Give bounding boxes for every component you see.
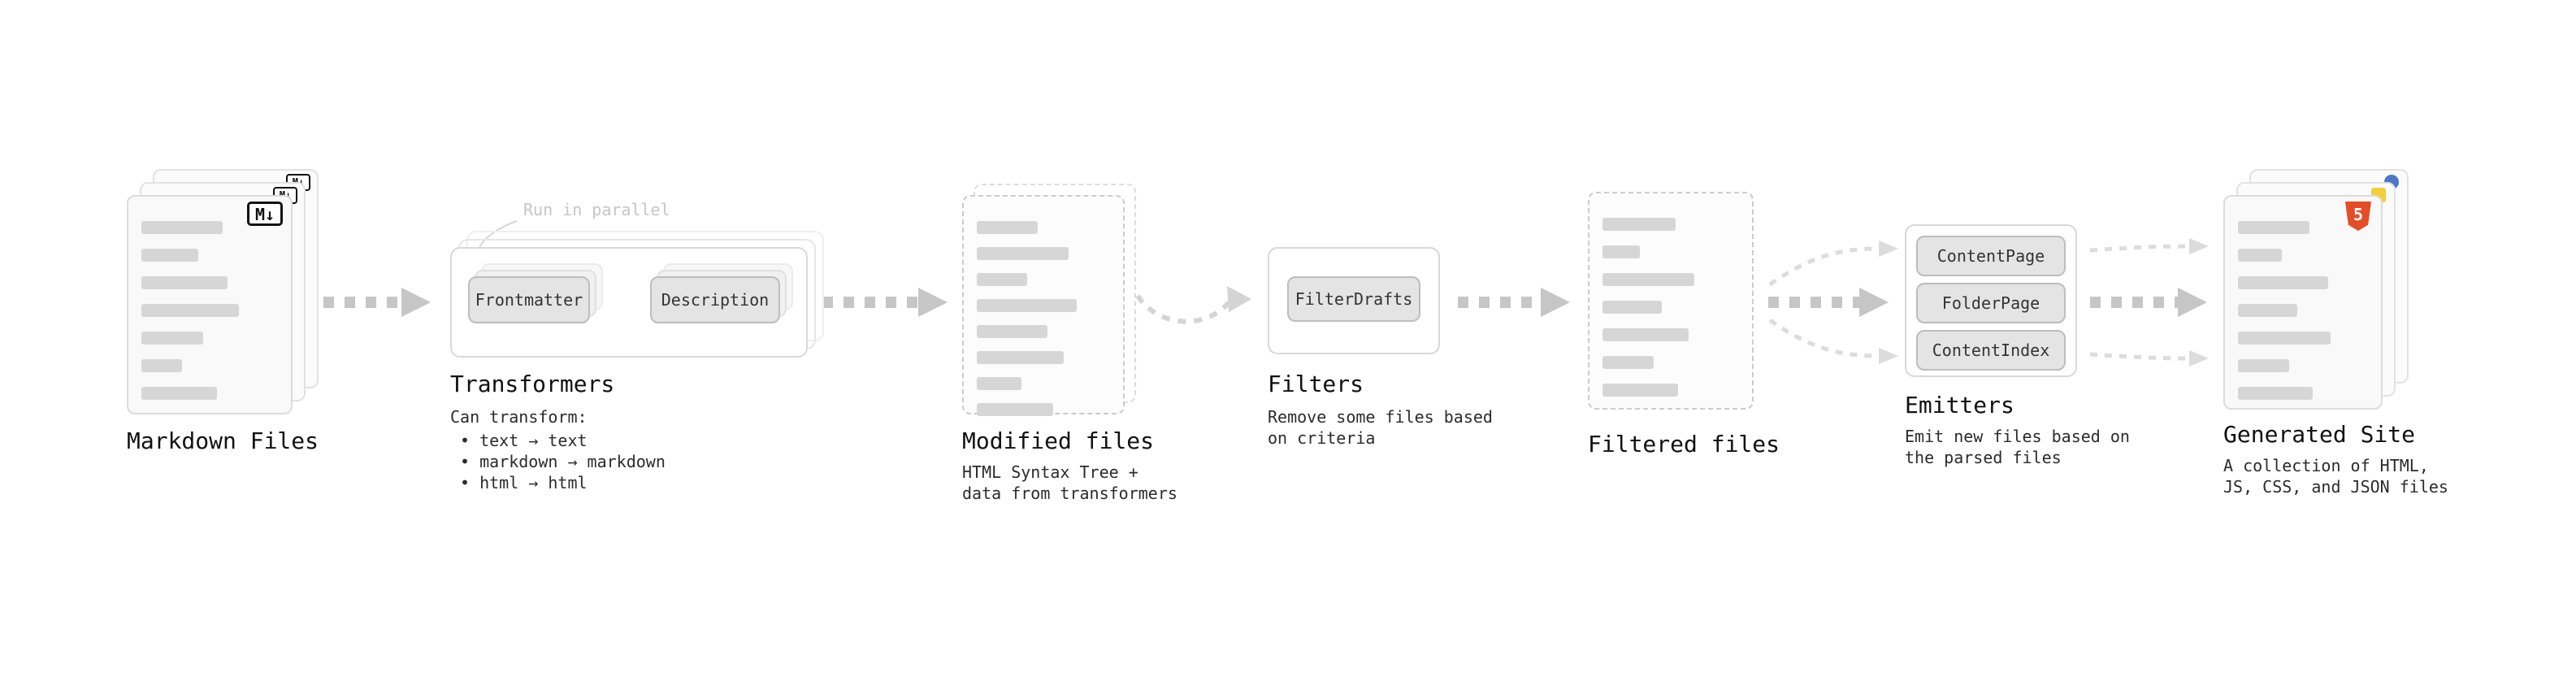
markdown-file-card: M↓ [127,195,293,414]
modified-files-description: HTML Syntax Tree + data from transformer… [962,462,1177,503]
generated-site-description: A collection of HTML, JS, CSS, and JSON … [2223,456,2448,497]
folderpage-node: FolderPage [1916,283,2066,323]
generated-site-label: Generated Site [2223,421,2416,448]
emitters-label: Emitters [1905,392,2014,419]
arrow-modified-to-filters [1135,286,1251,324]
text-lines [2238,221,2366,414]
transformers-label: Transformers [450,371,615,397]
arrow-markdown-to-transformers [302,288,431,317]
text-lines [1602,218,1737,411]
description-node: Description [650,276,780,323]
contentpage-node: ContentPage [1916,236,2066,276]
markdown-files-label: Markdown Files [127,427,319,454]
arrow-emitters-to-site-bottom [2089,350,2209,367]
text-lines [141,221,276,414]
emitters-description: Emit new files based on the parsed files [1905,427,2130,467]
arrow-filtered-to-emitters-bottom [1768,318,1898,364]
arrow-transformers-to-modified [822,288,948,317]
arrow-filters-to-filtered [1458,288,1570,317]
filterdrafts-node: FilterDrafts [1287,276,1420,322]
markdown-icon: M↓ [247,202,283,226]
filters-label: Filters [1268,371,1364,397]
filtered-files-label: Filtered files [1588,431,1780,458]
frontmatter-node: Frontmatter [468,276,590,323]
filters-description: Remove some files based on criteria [1268,407,1493,448]
modified-files-label: Modified files [962,427,1155,454]
modified-files-card [962,195,1125,416]
transformers-bullet-1: • text → text [460,431,588,450]
run-in-parallel-annotation: Run in parallel [523,200,670,219]
contentindex-node: ContentIndex [1916,330,2066,371]
markdown-files-stack: M↓ M↓ M↓ [127,169,322,416]
filtered-files-card [1588,192,1754,410]
arrow-filtered-to-emitters-middle [1768,288,1889,317]
generated-site-stack: 5 [2223,169,2412,413]
transformers-bullet-2: • markdown → markdown [460,452,666,471]
transformers-bullet-3: • html → html [460,473,588,492]
text-lines [977,221,1108,429]
transformers-description-title: Can transform: [450,407,588,427]
arrow-filtered-to-emitters-top [1768,241,1898,287]
site-file-card: 5 [2223,195,2383,410]
arrow-emitters-to-site-top [2089,238,2209,254]
arrow-emitters-to-site-middle [2090,288,2207,317]
